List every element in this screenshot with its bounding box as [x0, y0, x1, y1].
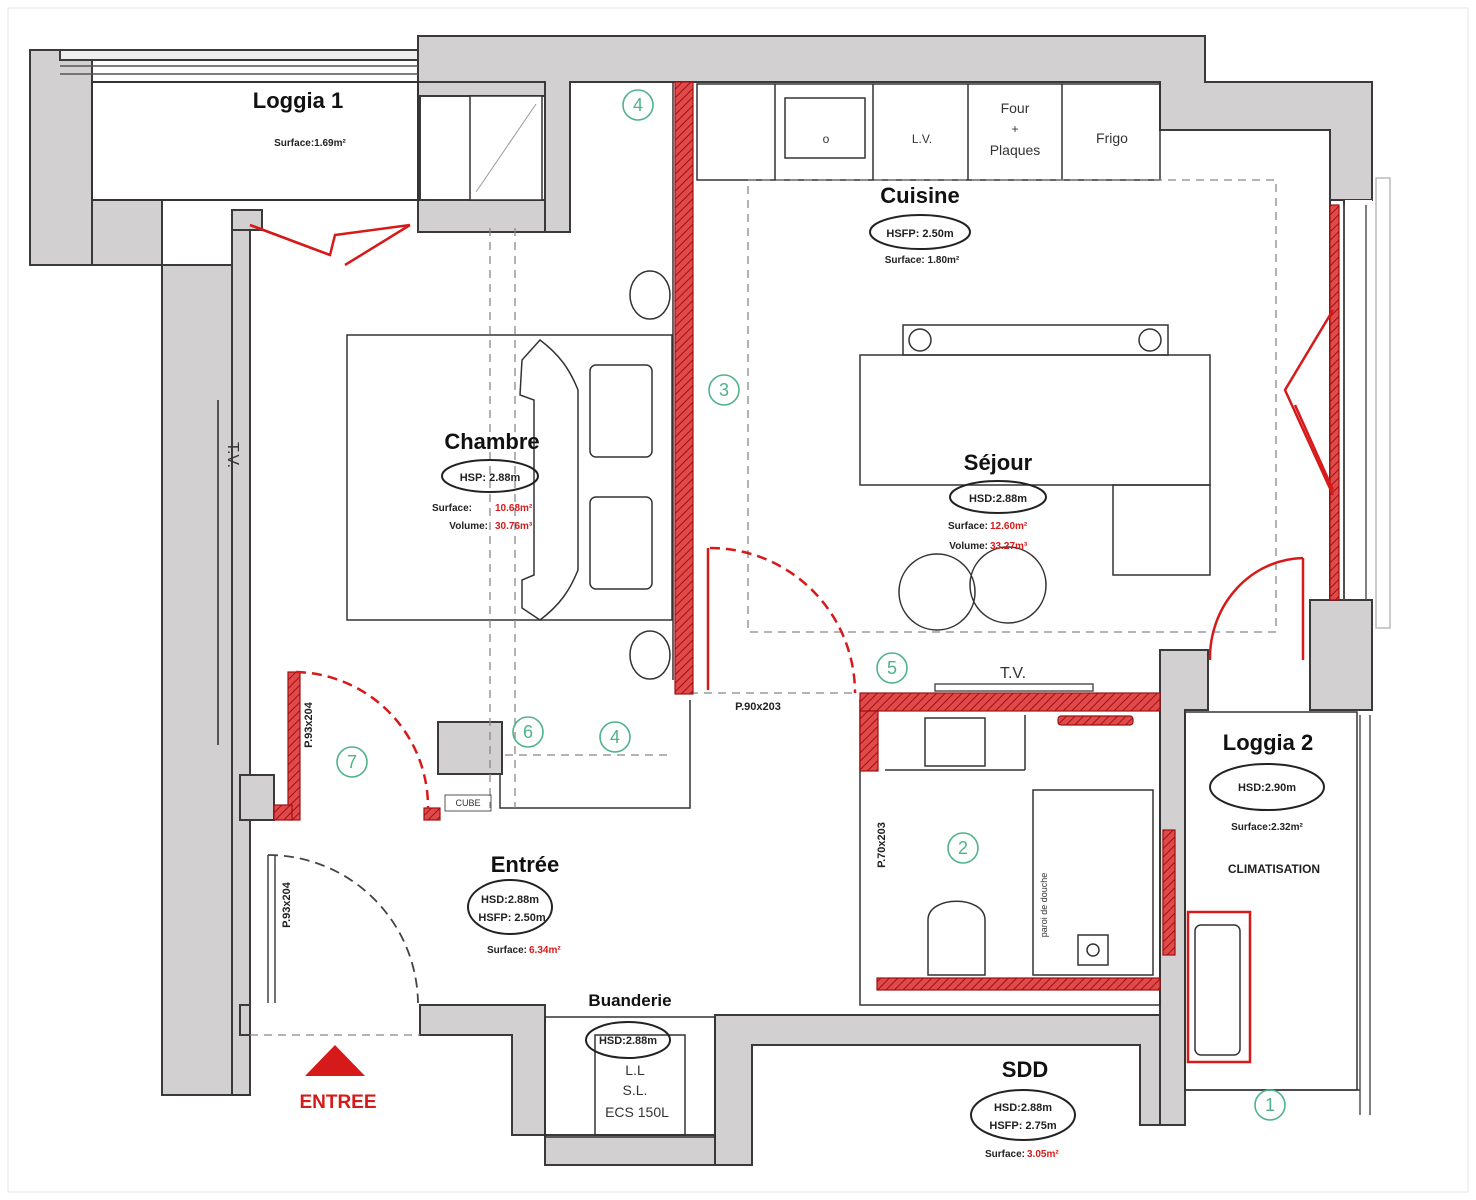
marker-2: 2 — [958, 838, 968, 858]
door-arcs — [267, 854, 419, 1004]
marker-6: 6 — [523, 722, 533, 742]
marker-4-bottom: 4 — [610, 727, 620, 747]
walls — [29, 35, 1373, 1166]
entree-surface-label: Surface: — [487, 945, 527, 956]
sejour-volume-value: 33.27m³ — [990, 541, 1028, 552]
buanderie-item-sl: S.L. — [623, 1082, 648, 1098]
loggia1-title: Loggia 1 — [253, 88, 343, 113]
kitchen-four-label: Four — [1001, 100, 1030, 116]
marker-3: 3 — [719, 380, 729, 400]
buanderie-title: Buanderie — [588, 991, 671, 1010]
entree-surface-value: 6.34m² — [529, 945, 561, 956]
sdd-hsfp: HSFP: 2.75m — [989, 1120, 1056, 1132]
loggia2-note: CLIMATISATION — [1228, 862, 1320, 876]
tv-bottom-label: T.V. — [1000, 665, 1026, 682]
shower-label: paroi de douche — [1039, 873, 1049, 938]
interior-lines — [232, 82, 1360, 1138]
kitchen-sink-label: o — [823, 132, 830, 146]
wall-bedroom-left — [161, 264, 233, 1096]
badges — [441, 214, 1325, 1141]
buanderie-item-ll: L.L — [625, 1062, 645, 1078]
sejour-surface-value: 12.60m² — [990, 521, 1028, 532]
sdd-hsd: HSD:2.88m — [994, 1102, 1052, 1114]
buanderie-item-ecs: ECS 150L — [605, 1104, 669, 1120]
glazing — [60, 65, 1391, 1115]
sdd-title: SDD — [1002, 1057, 1048, 1082]
door-sejour-label: P.90x203 — [735, 701, 781, 713]
wall-loggia-left — [29, 49, 93, 266]
kitchen-plaques-label: Plaques — [990, 142, 1041, 158]
chambre-surface-value: 10.68m² — [495, 503, 533, 514]
chambre-volume-label: Volume: — [449, 521, 488, 532]
wall-loggia1-bottom — [417, 199, 546, 233]
marker-4-top: 4 — [633, 95, 643, 115]
sejour-surface-label: Surface: — [948, 521, 988, 532]
cuisine-hsfp: HSFP: 2.50m — [886, 228, 953, 240]
cupboard-label: CUBE — [455, 798, 480, 808]
kitchen-lv-label: L.V. — [912, 132, 932, 146]
wall-bottom — [419, 1004, 1161, 1166]
marker-1: 1 — [1265, 1095, 1275, 1115]
sejour-volume-label: Volume: — [949, 541, 988, 552]
loggia2-hsd: HSD:2.90m — [1238, 782, 1296, 794]
loggia2-surface: Surface:2.32m² — [1231, 822, 1303, 833]
sejour-hsd: HSD:2.88m — [969, 493, 1027, 505]
loggia2-title: Loggia 2 — [1223, 730, 1313, 755]
chambre-hsp: HSP: 2.88m — [460, 472, 521, 484]
marker-7: 7 — [347, 752, 357, 772]
entree-hsd: HSD:2.88m — [481, 894, 539, 906]
kitchen-frigo-label: Frigo — [1096, 130, 1128, 146]
markers — [336, 89, 1286, 1121]
loggia1-surface: Surface:1.69m² — [274, 138, 346, 149]
cuisine-surface: Surface: 1.80m² — [885, 255, 960, 266]
marker-5: 5 — [887, 658, 897, 678]
cuisine-title: Cuisine — [880, 183, 959, 208]
cupboard-block — [437, 721, 503, 775]
dashed-lines — [250, 179, 1277, 1036]
frame — [7, 7, 1469, 1193]
loggia1-room — [91, 81, 419, 201]
sdd-surface-value: 3.05m² — [1027, 1149, 1059, 1160]
chambre-surface-label: Surface: — [432, 503, 472, 514]
tv-left-label: T.V. — [224, 442, 241, 468]
kitchen-plus-label: + — [1011, 122, 1018, 136]
door-chambre-label: P.93x204 — [303, 701, 315, 748]
entree-hsfp: HSFP: 2.50m — [478, 912, 545, 924]
door-sdd-label: P.70x203 — [876, 822, 888, 868]
buanderie-hsd: HSD:2.88m — [599, 1035, 657, 1047]
wall-right-pillar — [1309, 599, 1373, 711]
sejour-title: Séjour — [964, 450, 1033, 475]
new-partitions — [273, 81, 1340, 991]
red-openings — [249, 223, 1335, 1064]
chambre-title: Chambre — [444, 429, 539, 454]
entrance-arrow-icon — [305, 1045, 365, 1076]
sdd-surface-label: Surface: — [985, 1149, 1025, 1160]
door-entree-label: P.93x204 — [281, 881, 293, 928]
entree-title: Entrée — [491, 852, 559, 877]
entrance-label: ENTREE — [299, 1092, 376, 1113]
chambre-volume-value: 30.76m³ — [495, 521, 533, 532]
